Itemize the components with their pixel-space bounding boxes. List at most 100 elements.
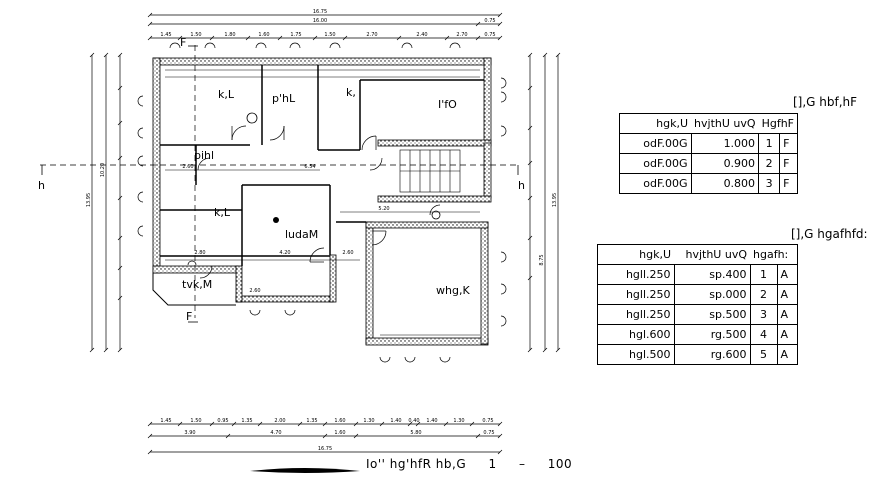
- drawing-caption: Io'' hg'hfR hb,G 1 – 100: [366, 457, 572, 471]
- bottom-dimension-lines: [147, 421, 503, 455]
- left-sub-dim: 10.20: [100, 163, 106, 177]
- top-row-dims: 1.45 1.50 1.80 1.60 1.75 1.50 2.70 2.40 …: [160, 32, 495, 38]
- table-row: odF.00G 0.800 3 F: [619, 173, 798, 194]
- top-row-dim: 2.70: [456, 32, 467, 38]
- interior-dim: 6.54: [304, 164, 315, 170]
- room-label-kl-mid: k,L: [214, 206, 230, 219]
- bottom-overall-dim: 16.75: [318, 446, 332, 452]
- bottom-row2-dim: 5.80: [410, 430, 421, 436]
- fixture-marker: [273, 217, 279, 223]
- table-cell: F: [779, 153, 798, 174]
- bottom-row2-dim: 0.75: [483, 430, 494, 436]
- table-header-row: hgk,U hvjthU uvQ HgfhF: [619, 113, 798, 134]
- top-row-dim: 1.50: [190, 32, 201, 38]
- bottom-row1-dim: 0.40: [408, 418, 419, 424]
- table-header-cell: hgk,U: [597, 244, 674, 265]
- left-overall-dim: 13.95: [86, 193, 92, 207]
- table-header-cell: hvjthU uvQ: [674, 244, 750, 265]
- top-row-dim: 2.40: [416, 32, 427, 38]
- bottom-row1-dim: 1.50: [190, 418, 201, 424]
- table-cell: A: [776, 304, 798, 325]
- table-cell: hgl.600: [597, 324, 675, 345]
- table-cell: 2: [758, 153, 781, 174]
- bottom-row1-dim: 0.95: [217, 418, 228, 424]
- table-header-cell: hgafh:: [750, 244, 798, 265]
- right-overall-dim: 13.95: [552, 193, 558, 207]
- bottom-row1-dim: 2.00: [274, 418, 285, 424]
- bottom-row1-dim: 1.60: [334, 418, 345, 424]
- table-cell: A: [776, 264, 798, 285]
- table-cell: F: [779, 173, 798, 194]
- table-cell: odF.00G: [619, 133, 692, 154]
- room-label-ifo: I'fO: [438, 98, 457, 111]
- staircase: [399, 149, 461, 193]
- interior-dim: 4.20: [279, 250, 290, 256]
- right-sub-dim: 8.75: [539, 254, 545, 265]
- section-marker-f-bottom: F: [186, 310, 193, 323]
- bottom-row2-dim: 4.70: [270, 430, 281, 436]
- right-dimension-lines: [527, 52, 561, 353]
- table-cell: hgll.250: [597, 284, 675, 305]
- top-dimension-lines: [147, 12, 503, 41]
- bottom-row1-dim: 1.35: [241, 418, 252, 424]
- room-label-pihl: pihl: [194, 149, 215, 162]
- top-row-dim: 1.60: [258, 32, 269, 38]
- table-header-row: hgk,U hvjthU uvQ hgafh:: [597, 244, 798, 265]
- table-row: hgl.500 rg.600 5 A: [597, 344, 798, 365]
- table-cell: 1.000: [690, 133, 760, 154]
- table-cell: rg.600: [673, 344, 751, 365]
- top-row-dim: 0.75: [484, 32, 495, 38]
- table-cell: odF.00G: [619, 173, 692, 194]
- top-sub-dim-1: 16.00: [313, 18, 327, 24]
- table-cell: 4: [749, 324, 778, 345]
- table-cell: hgll.250: [597, 264, 675, 285]
- room-label-kl-top: k,L: [218, 88, 234, 101]
- interior-dims: 2.60 6.54 5.20 4.20 2.60 2.80 2.60: [182, 164, 389, 294]
- table-cell: 1: [749, 264, 778, 285]
- room-label-ludam: ludaM: [285, 228, 319, 241]
- door-swings: [197, 125, 441, 279]
- fixture-marker: [431, 210, 441, 220]
- table-cell: rg.500: [673, 324, 751, 345]
- caption-scale-b: 100: [547, 457, 573, 471]
- table-row: hgll.250 sp.000 2 A: [597, 284, 798, 305]
- table1-title: [],G hbf,hF: [793, 95, 858, 109]
- table2-title: [],G hgafhfd:: [791, 227, 868, 241]
- caption-underline-swoosh: [250, 468, 360, 473]
- table1: hgk,U hvjthU uvQ HgfhF odF.00G 1.000 1 F…: [619, 113, 798, 194]
- bottom-row1-dims: 1.45 1.50 0.95 1.35 2.00 1.35 1.60 1.30 …: [160, 418, 493, 424]
- table-cell: F: [779, 133, 798, 154]
- bottom-row1-dim: 1.30: [363, 418, 374, 424]
- table-cell: A: [776, 284, 798, 305]
- bottom-row2-dims: 3.90 4.70 1.60 5.80 0.75: [184, 430, 494, 436]
- table-row: hgll.250 sp.400 1 A: [597, 264, 798, 285]
- bottom-row1-dim: 0.75: [482, 418, 493, 424]
- bottom-row1-dim: 1.45: [160, 418, 171, 424]
- table-cell: sp.000: [673, 284, 751, 305]
- top-row-dim: 2.70: [366, 32, 377, 38]
- table-cell: 2: [749, 284, 778, 305]
- interior-dim: 2.80: [194, 250, 205, 256]
- room-label-k-right: k,: [346, 86, 356, 99]
- caption-dash: –: [518, 457, 526, 471]
- interior-dim: 2.60: [342, 250, 353, 256]
- table-cell: 5: [749, 344, 778, 365]
- section-marker-h-right: h: [518, 179, 525, 192]
- table-header-cell: hvjthU uvQ: [691, 113, 759, 134]
- exterior-walls: [152, 57, 492, 346]
- table-cell: 1: [758, 133, 781, 154]
- interior-dim: 2.60: [182, 164, 193, 170]
- table-cell: sp.500: [673, 304, 751, 325]
- section-marker-h-left: h: [38, 179, 45, 192]
- bottom-row1-dim: 1.30: [453, 418, 464, 424]
- table-cell: 0.800: [690, 173, 760, 194]
- top-overall-dim: 16.75: [313, 9, 327, 15]
- table-cell: A: [776, 324, 798, 345]
- top-row-dim: 1.75: [290, 32, 301, 38]
- table-cell: 3: [758, 173, 781, 194]
- table-row: hgll.250 sp.500 3 A: [597, 304, 798, 325]
- room-label-whgk: whg,K: [436, 284, 470, 297]
- bottom-row2-dim: 3.90: [184, 430, 195, 436]
- window-marks: [137, 42, 507, 363]
